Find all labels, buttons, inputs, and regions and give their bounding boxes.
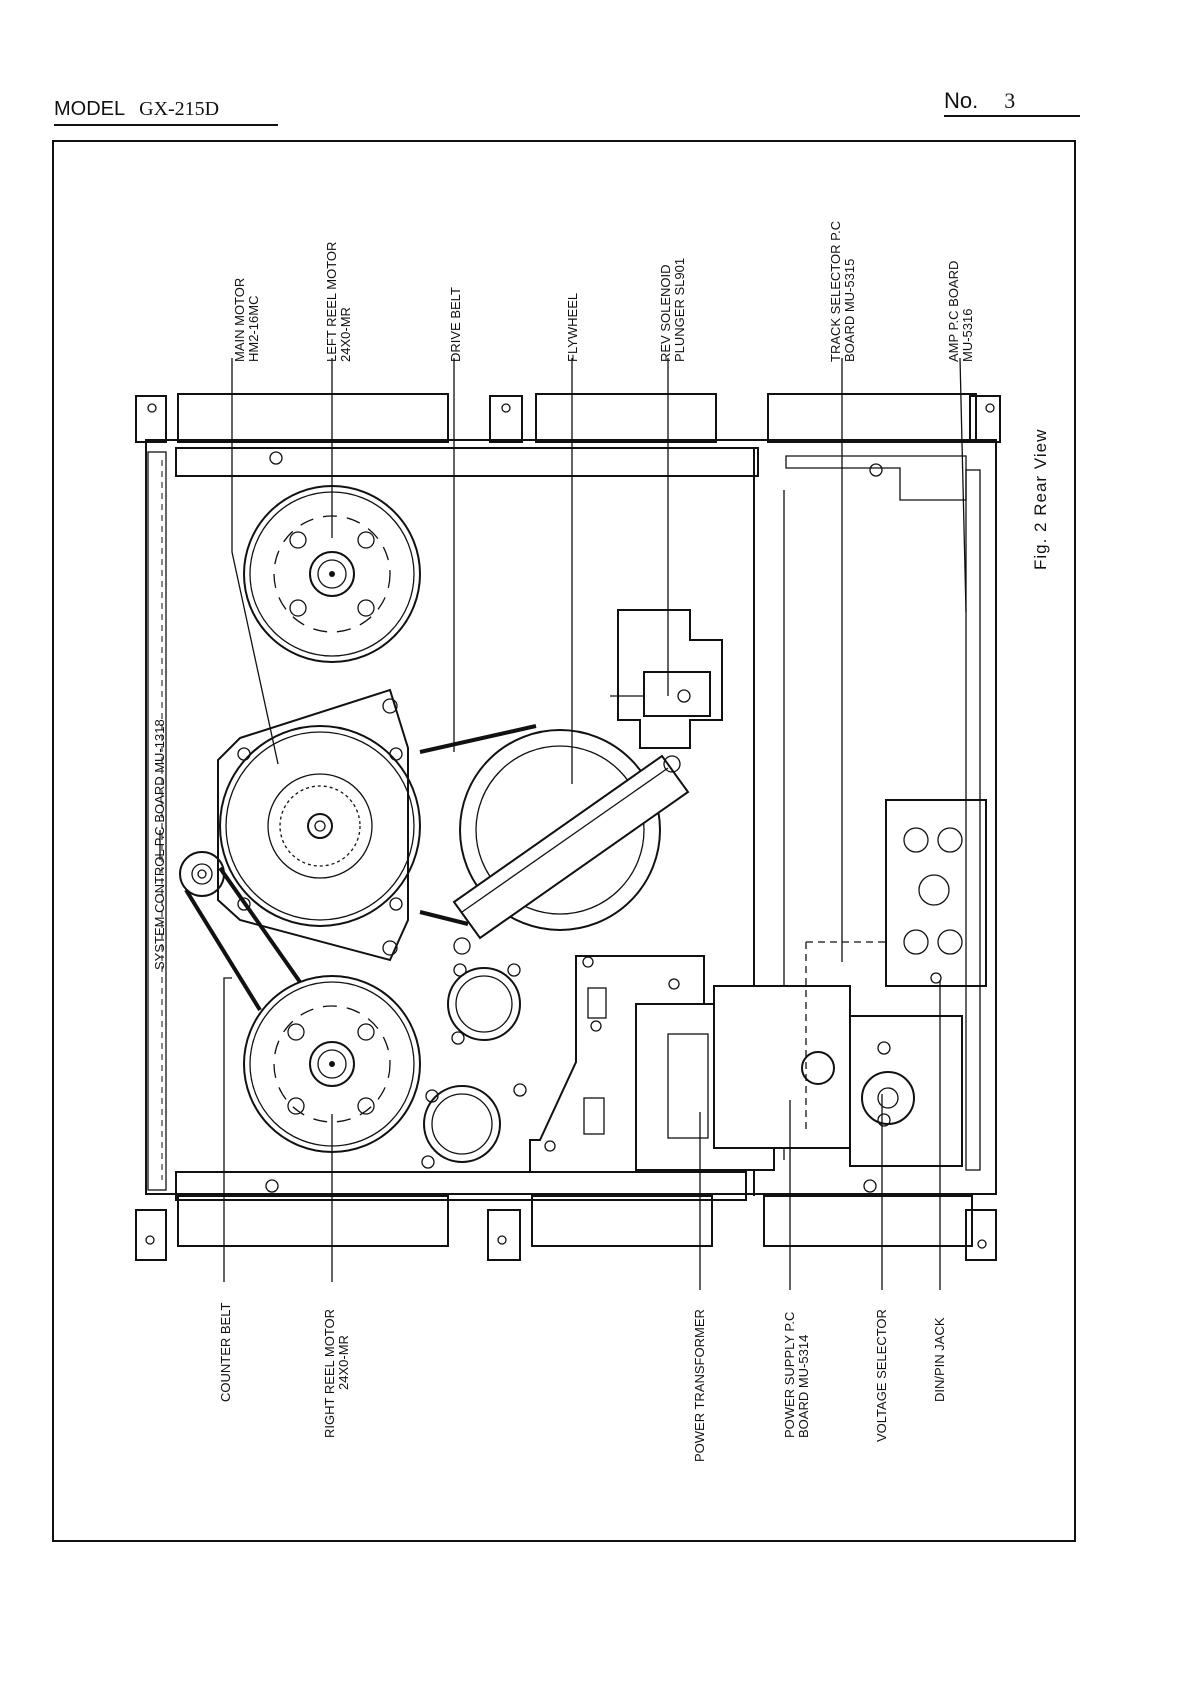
voltage-selector [801, 1015, 963, 1167]
model-value: GX-215D [139, 98, 220, 120]
flywheel-bracket [452, 754, 690, 955]
din-pin-jack [885, 799, 987, 987]
label-main-motor-1: MAIN MOTOR [232, 278, 247, 362]
label-flywheel: FLYWHEEL [565, 293, 580, 362]
label-power-transformer: POWER TRANSFORMER [692, 1309, 707, 1462]
label-amp-board-1: AMP P.C BOARD [946, 261, 961, 362]
label-track-selector-2: BOARD MU-5315 [842, 259, 857, 362]
system-control-board [147, 451, 167, 1191]
label-track-selector-1: TRACK SELECTOR P.C [828, 221, 843, 362]
label-rev-solenoid-1: REV SOLENOID [658, 264, 673, 362]
bottom-tab-center [531, 1195, 713, 1247]
power-transformer [635, 985, 851, 1171]
top-tab-left [177, 393, 449, 443]
belts [184, 724, 537, 1012]
chassis-bottom-rail [175, 1171, 747, 1201]
page-number-label: No. [944, 88, 979, 113]
model-header: MODEL GX-215D [54, 98, 219, 121]
page-number-value: 3 [1004, 88, 1016, 113]
chassis [135, 393, 1001, 1261]
label-right-reel-motor-2: 24X0-MR [336, 1335, 351, 1390]
label-power-supply-2: BOARD MU-5314 [796, 1335, 811, 1438]
page-number-underline [944, 115, 1080, 117]
label-left-reel-motor-2: 24X0-MR [338, 307, 353, 362]
model-label: MODEL [54, 98, 126, 120]
rev-solenoid [610, 609, 723, 749]
leader-lines [159, 357, 967, 1290]
bottom-tab-right [763, 1195, 973, 1247]
label-main-motor-2: HM2-16MC [246, 296, 261, 362]
label-left-reel-motor-1: LEFT REEL MOTOR [324, 242, 339, 362]
label-system-control: SYSTEM CONTROL P.C BOARD MU-1318 [152, 719, 167, 970]
label-counter-belt: COUNTER BELT [218, 1303, 233, 1402]
amp-board-edge [965, 469, 981, 1171]
top-tab-center [535, 393, 717, 443]
model-underline [54, 124, 278, 126]
figure-frame [52, 140, 1076, 1542]
power-supply-board [529, 955, 705, 1173]
label-rev-solenoid-2: PLUNGER SL901 [672, 258, 687, 362]
label-din-pin-jack: DIN/PIN JACK [932, 1317, 947, 1402]
main-motor [217, 688, 421, 962]
figure-caption: Fig. 2 Rear View [1031, 429, 1050, 570]
bottom-tab-left [177, 1195, 449, 1247]
rear-view-diagram: MAIN MOTOR HM2-16MC LEFT REEL MOTOR 24X0… [135, 221, 1050, 1462]
connectors [421, 963, 527, 1169]
label-amp-board-2: MU-5316 [960, 309, 975, 362]
page-number: No. 3 [944, 88, 1015, 114]
label-power-supply-1: POWER SUPPLY P.C [782, 1312, 797, 1438]
label-drive-belt: DRIVE BELT [448, 287, 463, 362]
label-voltage-selector: VOLTAGE SELECTOR [874, 1309, 889, 1442]
chassis-top-rail [175, 447, 759, 477]
chassis-body [145, 439, 997, 1195]
top-tab-right [767, 393, 977, 443]
label-right-reel-motor-1: RIGHT REEL MOTOR [322, 1309, 337, 1438]
